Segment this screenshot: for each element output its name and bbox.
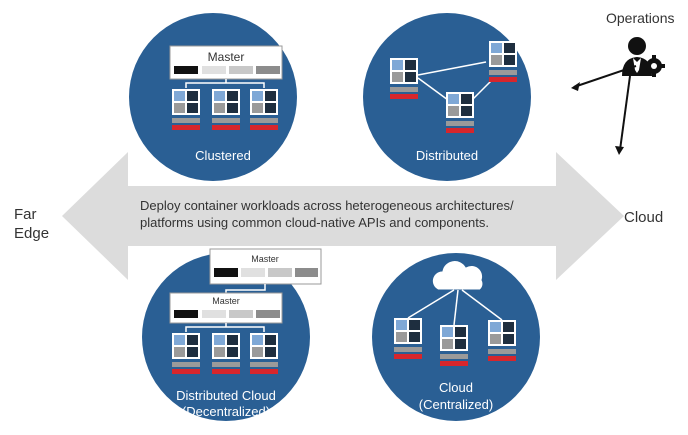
distributed-cloud-group: Master Master Distributed Cloud (Decentr… bbox=[142, 248, 322, 421]
distributed-cloud-outer-master-box bbox=[209, 248, 322, 285]
distributed-label: Distributed bbox=[416, 148, 478, 163]
cloud-label: Cloud bbox=[624, 209, 664, 226]
user-icon bbox=[571, 37, 652, 155]
distributed-cloud-label-line2: (Decentralized) bbox=[182, 404, 270, 419]
cloud-centralized-label-line2: (Centralized) bbox=[419, 397, 493, 412]
clustered-master-label: Master bbox=[208, 50, 245, 64]
arrow-description-line1: Deploy container workloads across hetero… bbox=[140, 198, 514, 213]
distributed-cloud-inner-master-label: Master bbox=[212, 296, 240, 306]
cloud-centralized-label-line1: Cloud bbox=[439, 380, 473, 395]
clustered-label: Clustered bbox=[195, 148, 251, 163]
clustered-group: Master Clustered bbox=[129, 13, 297, 181]
distributed-cloud-outer-master-label: Master bbox=[251, 254, 279, 264]
far-edge-label-line2: Edge bbox=[14, 225, 50, 242]
gear-icon bbox=[643, 55, 665, 77]
distributed-group: Distributed bbox=[363, 13, 531, 181]
cloud-centralized-group: Cloud (Centralized) bbox=[372, 253, 540, 421]
distributed-cloud-label-line1: Distributed Cloud bbox=[176, 388, 276, 403]
far-edge-label-line1: Far bbox=[14, 206, 37, 223]
cloud-icon bbox=[431, 260, 484, 291]
arrow-description-line2: platforms using common cloud-native APIs… bbox=[140, 215, 490, 230]
arrow-description: Deploy container workloads across hetero… bbox=[140, 197, 560, 231]
deployment-arrow bbox=[62, 152, 624, 280]
operations-label: Operations bbox=[606, 10, 675, 26]
